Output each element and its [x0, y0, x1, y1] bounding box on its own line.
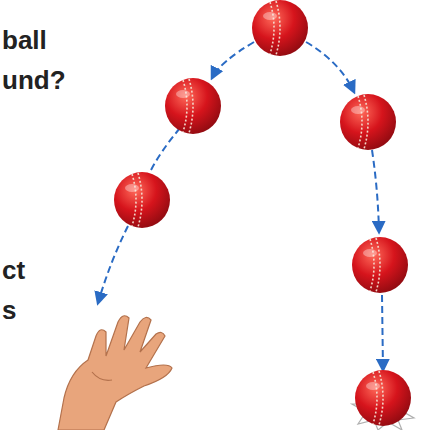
heading-fragment: s [2, 296, 16, 325]
heading-fragment: und? [2, 66, 66, 95]
cricket-balls [114, 0, 408, 293]
impact-burst [352, 370, 414, 430]
heading-fragment: ball [2, 26, 47, 55]
heading-fragment: ct [2, 256, 25, 285]
open-hand [58, 316, 172, 430]
